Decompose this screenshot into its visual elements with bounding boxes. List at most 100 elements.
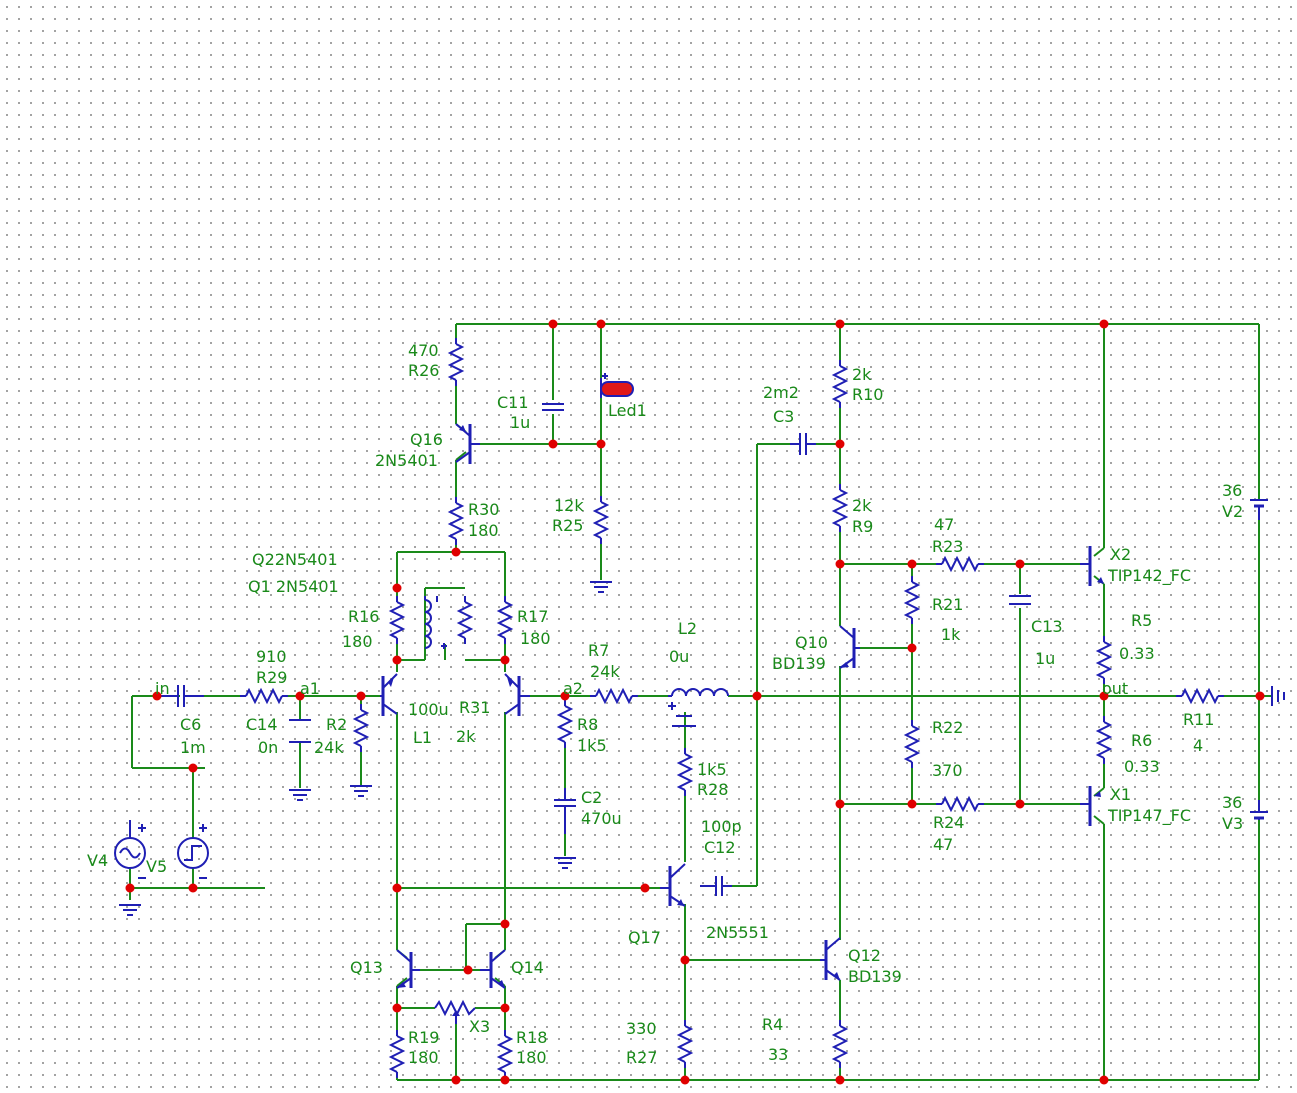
resistor-r18[interactable]: [498, 1029, 512, 1079]
r23-name: R23: [932, 537, 963, 556]
x3-name: X3: [469, 1017, 490, 1036]
l2-name: L2: [678, 619, 697, 638]
q12-name: Q12: [848, 946, 881, 965]
capacitor-c13[interactable]: [1009, 595, 1031, 605]
resistor-r31[interactable]: [458, 595, 472, 645]
resistor-r5[interactable]: [1097, 635, 1111, 685]
transistor-q17[interactable]: [660, 863, 686, 907]
resistor-r30[interactable]: [449, 496, 463, 546]
resistor-r7[interactable]: [589, 689, 639, 703]
led-led1[interactable]: [600, 373, 634, 398]
l1-value: 100u: [408, 700, 449, 719]
transistor-q10[interactable]: [839, 625, 860, 669]
capacitor-c2[interactable]: [554, 788, 576, 834]
resistor-r16[interactable]: [390, 595, 404, 645]
transistor-q16[interactable]: [455, 423, 480, 464]
v2-value: 36: [1222, 481, 1242, 500]
r26-value: 470: [408, 341, 439, 360]
r28-name: R28: [697, 780, 728, 799]
resistor-r6[interactable]: [1097, 715, 1111, 765]
resistor-r25[interactable]: [594, 495, 608, 545]
transistor-q14[interactable]: [480, 949, 506, 989]
q14-name: Q14: [511, 958, 544, 977]
resistor-r24[interactable]: [935, 797, 985, 811]
net-label-a1: a1: [300, 679, 320, 698]
potentiometer-x3[interactable]: [434, 999, 476, 1024]
r8-value: 1k5: [577, 736, 607, 755]
net-label-a2: a2: [563, 679, 583, 698]
resistor-r23[interactable]: [935, 557, 985, 571]
v2-name: V2: [1222, 502, 1243, 521]
r16-name: R16: [348, 607, 379, 626]
r19-value: 180: [408, 1048, 439, 1067]
c13-value: 1u: [1035, 649, 1055, 668]
resistor-r9[interactable]: [833, 483, 847, 533]
battery-v3[interactable]: [1250, 800, 1268, 820]
resistor-r27[interactable]: [678, 1019, 692, 1069]
resistor-r29[interactable]: [239, 689, 289, 703]
r10-value: 2k: [852, 365, 872, 384]
transistor-q13[interactable]: [396, 949, 420, 989]
battery-v2[interactable]: [1250, 499, 1268, 520]
q17-name: Q17: [628, 928, 661, 947]
q13-name: Q13: [350, 958, 383, 977]
inductor-l1[interactable]: [424, 596, 447, 649]
r21-value: 1k: [941, 625, 961, 644]
r7-value: 24k: [590, 662, 620, 681]
v5-name: V5: [146, 857, 167, 876]
transistor-q12[interactable]: [820, 937, 841, 981]
r2-value: 24k: [314, 738, 344, 757]
l1-name: L1: [413, 728, 432, 747]
voltage-source-v5[interactable]: [177, 824, 209, 879]
voltage-source-v4[interactable]: [114, 820, 146, 879]
r4-value: 33: [768, 1045, 788, 1064]
x1-name: X1: [1110, 785, 1131, 804]
q12-value: BD139: [848, 967, 902, 986]
net-label-out: out: [1102, 679, 1128, 698]
resistor-r8[interactable]: [558, 699, 572, 749]
r19-name: R19: [408, 1028, 439, 1047]
r25-value: 12k: [554, 496, 584, 515]
capacitor-c11[interactable]: [542, 403, 564, 411]
x2-name: X2: [1110, 545, 1131, 564]
c11-name: C11: [497, 393, 529, 412]
q17-value: 2N5551: [706, 923, 769, 942]
c12-value: 100p: [701, 817, 742, 836]
r22-name: R22: [932, 718, 963, 737]
capacitor-c3[interactable]: [790, 433, 816, 455]
r28-value: 1k5: [697, 760, 727, 779]
inductor-l2[interactable]: [668, 688, 729, 727]
r27-value: 330: [626, 1019, 657, 1038]
resistor-r4[interactable]: [833, 1019, 847, 1069]
v4-name: V4: [87, 851, 108, 870]
resistor-r28[interactable]: [678, 747, 692, 797]
c2-name: C2: [581, 788, 602, 807]
ground-right: [1271, 686, 1285, 706]
resistor-r21[interactable]: [905, 575, 919, 625]
resistor-r19[interactable]: [390, 1029, 404, 1079]
x2-value: TIP142_FC: [1107, 566, 1191, 586]
capacitor-c14[interactable]: [289, 719, 311, 743]
resistor-r26[interactable]: [449, 337, 463, 387]
c11-value: 1u: [510, 413, 530, 432]
l2-value: 0u: [669, 647, 689, 666]
c14-name: C14: [246, 715, 278, 734]
resistor-r10[interactable]: [833, 359, 847, 409]
resistor-r11[interactable]: [1175, 689, 1225, 703]
r24-name: R24: [933, 813, 964, 832]
r21-name: R21: [932, 595, 963, 614]
resistor-r22[interactable]: [905, 719, 919, 769]
transistor-q1[interactable]: [380, 673, 398, 716]
q16-name: Q16: [410, 430, 443, 449]
resistor-r17[interactable]: [498, 595, 512, 645]
v3-value: 36: [1222, 793, 1242, 812]
r11-name: R11: [1183, 710, 1214, 729]
capacitor-c12[interactable]: [700, 876, 732, 896]
transistor-x2[interactable]: [1080, 546, 1104, 586]
transistor-q2[interactable]: [504, 673, 530, 716]
c14-value: 0n: [258, 738, 278, 757]
resistor-r2[interactable]: [354, 703, 368, 753]
r30-value: 180: [468, 521, 499, 540]
transistor-x1[interactable]: [1080, 786, 1101, 826]
